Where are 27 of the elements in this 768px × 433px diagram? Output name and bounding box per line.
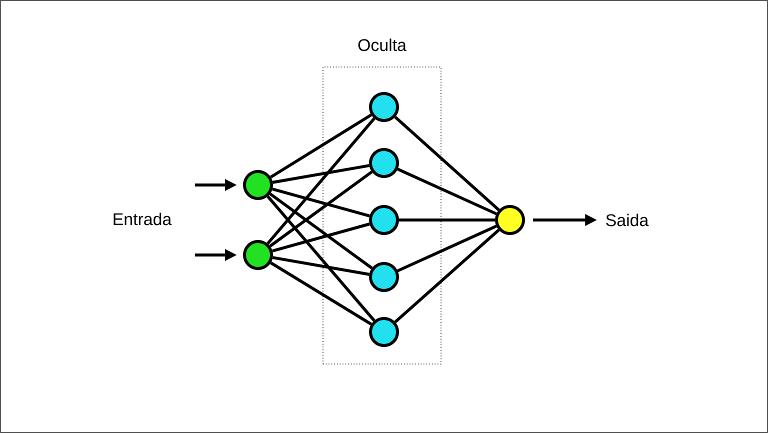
connection-line <box>394 228 500 324</box>
connection-line <box>399 218 495 222</box>
neuron-circle <box>495 205 525 235</box>
connection-line <box>272 256 370 276</box>
connection-line <box>266 117 376 245</box>
neuron-circle <box>243 240 273 270</box>
neuron-circle <box>369 92 399 122</box>
connection-line <box>266 195 376 322</box>
dotted-box: Oculta <box>322 38 442 364</box>
connection-line <box>269 170 373 248</box>
connection-line <box>272 222 370 252</box>
connection-line <box>269 192 373 270</box>
connection-line <box>272 164 370 184</box>
connection-line <box>397 168 497 216</box>
text-label: Saida <box>606 214 649 226</box>
text-label: Entrada <box>114 212 172 226</box>
neuron-circle <box>369 317 399 347</box>
node-label: Oculta <box>358 38 406 52</box>
connection-line <box>272 188 370 218</box>
neuron-circle <box>243 170 273 200</box>
neuron-circle <box>369 205 399 235</box>
neuron-circle <box>369 148 399 178</box>
connection-line <box>394 116 500 212</box>
connection-line <box>270 114 372 178</box>
connection-line <box>397 224 497 272</box>
neuron-circle <box>369 262 399 292</box>
connection-line <box>270 262 372 326</box>
